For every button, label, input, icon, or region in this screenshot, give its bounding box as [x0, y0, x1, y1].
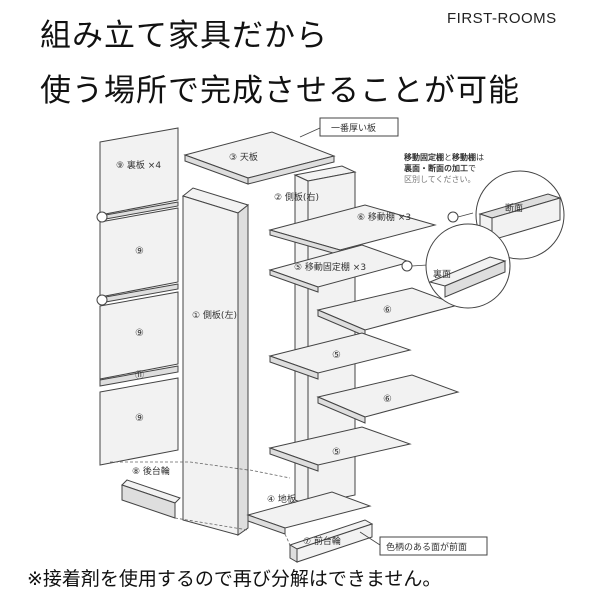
label-back-board-3: ⑨ [135, 328, 144, 339]
leader-detail-1 [457, 212, 474, 218]
label-back-face: 裏面 [433, 268, 451, 280]
top-board-face [183, 131, 336, 179]
headline-line-1: 組み立て家具だから [40, 18, 328, 54]
label-shelf-5: ⑥ [383, 394, 392, 405]
label-front-base: ⑦ 前台輪 [303, 535, 341, 547]
label-shelf-3: ⑥ [383, 305, 392, 316]
back-boards: ⑨ 裏板 ×4 ⑨ ⑨ ⑪ ⑨ [96, 127, 179, 466]
shelf-5: ⑥ [316, 374, 460, 424]
note-line-2: 裏面・断面の加工 [404, 164, 468, 173]
back-board-2 [99, 207, 179, 298]
bottom-board: ④ 地板 [246, 491, 372, 535]
shelf-4: ⑤ [268, 332, 412, 380]
detail-marker-1 [447, 211, 459, 223]
label-shelf-4: ⑤ [332, 350, 341, 361]
label-movable-shelf: ⑥ 移動棚 ×3 [357, 211, 411, 223]
note-line-3: 区別してください。 [404, 175, 476, 184]
top-board-side-edge [247, 155, 335, 185]
joint-circle-1 [96, 211, 108, 223]
back-face-detail: 裏面 [401, 223, 511, 309]
back-board-4 [99, 377, 179, 466]
label-top-board: ③ 天板 [229, 151, 258, 163]
label-back-board-2: ⑨ [135, 246, 144, 257]
label-shelf-6: ⑤ [332, 447, 341, 458]
label-side-left: ① 側板(左) [192, 309, 237, 321]
front-note-box [379, 536, 488, 556]
shelf-2-edge [269, 269, 319, 293]
note-line-2-end: で [468, 164, 476, 173]
back-board-1 [99, 127, 179, 216]
label-thickest: 一番厚い板 [331, 122, 376, 134]
front-base-face [296, 523, 373, 563]
shelf-5-edge [317, 396, 366, 424]
detail-marker-2 [401, 260, 413, 272]
leader-thickest [299, 127, 321, 138]
label-back-board: ⑨ 裏板 ×4 [116, 159, 161, 171]
guide-lines-rear [110, 461, 249, 531]
cross-section-detail: 断面 [447, 170, 565, 260]
rear-base: ⑧ 後台輪 [121, 465, 181, 519]
shelf-4-edge [269, 355, 319, 380]
note-part-4: は [476, 153, 484, 162]
detail-2-face [444, 260, 506, 298]
label-back-board-4: ⑨ [135, 413, 144, 424]
top-board: ③ 天板 一番厚い板 [183, 117, 399, 185]
leader-front-note [359, 531, 381, 546]
shelf-6-edge [269, 447, 319, 472]
label-cross-section: 断面 [505, 202, 523, 214]
label-strip: ⑪ [135, 370, 144, 381]
note-part-1: 移動固定棚 [404, 153, 444, 162]
shelf-distinction-note: 移動固定棚と移動棚は 裏面・断面の加工で 区別してください。 [404, 152, 514, 185]
brand-name: FIRST-ROOMS [447, 10, 557, 27]
note-part-3: 移動棚 [452, 153, 476, 162]
shelf-2-fixed: ⑤ 移動固定棚 ×3 [268, 244, 412, 293]
shelf-1-movable: ⑥ 移動棚 ×3 [268, 204, 437, 256]
left-side-panel: ① 側板(左) [181, 187, 250, 536]
label-side-right: ② 側板(右) [274, 191, 319, 203]
left-side-face [182, 195, 239, 536]
leader-detail-2 [411, 264, 428, 267]
label-fixed-shelf: ⑤ 移動固定棚 ×3 [294, 261, 366, 273]
joint-circle-2 [96, 294, 108, 306]
thickest-callout-box [319, 117, 399, 137]
joint-strip-3 [99, 365, 179, 387]
label-bottom-board: ④ 地板 [267, 493, 296, 505]
label-front-note: 色柄のある面が前面 [386, 541, 467, 553]
headline-line-2: 使う場所で完成させることが可能 [40, 73, 520, 109]
left-side-edge [237, 203, 249, 536]
footnote: ※接着剤を使用するので再び分解はできません。 [27, 568, 442, 590]
back-board-3 [99, 291, 179, 380]
front-base: ⑦ 前台輪 色柄のある面が前面 [288, 519, 488, 563]
guide-lines-front [249, 469, 291, 546]
shelf-6: ⑤ [268, 426, 412, 472]
label-rear-base: ⑧ 後台輪 [132, 465, 170, 477]
note-part-2: と [444, 153, 452, 162]
